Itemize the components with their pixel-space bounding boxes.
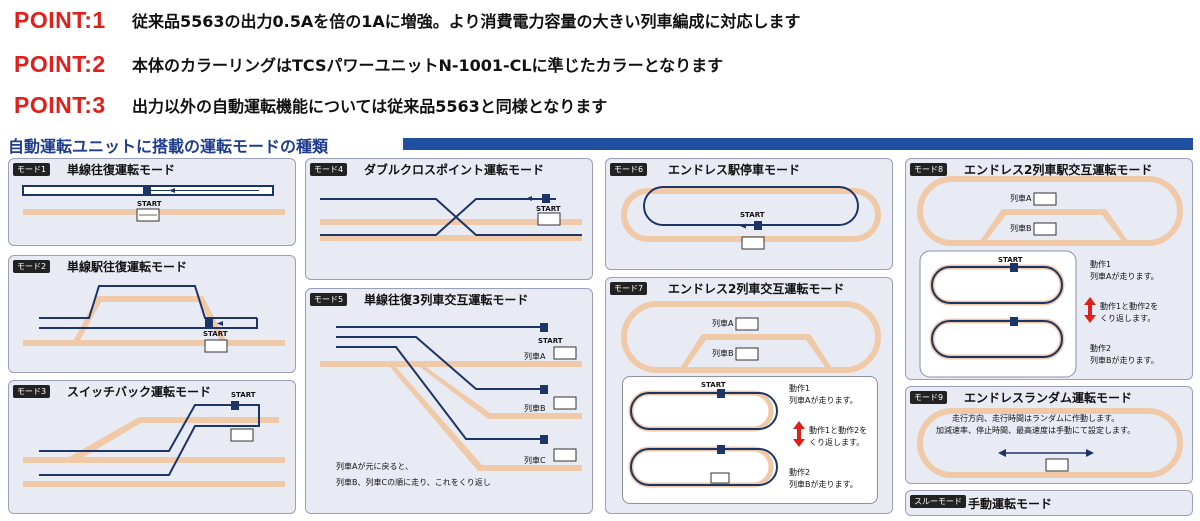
mode5-panel: モード5 単線往復3列車交互運転モード START 列車A 列車B 列車C 列車… [305, 288, 593, 514]
action1-label: 動作1 [789, 383, 810, 393]
start-label: START [536, 205, 561, 213]
mode-badge: モード4 [310, 163, 348, 176]
mode4-diagram: START [320, 194, 582, 241]
mode-badge: モード6 [610, 163, 648, 176]
mode4-panel: モード4 ダブルクロスポイント運転モード START [305, 158, 593, 280]
mode-badge: モード3 [13, 385, 51, 398]
train-a-label: 列車A [712, 318, 734, 328]
mode8-diagram: 列車A 列車B START 動作1 列車Aが走ります。 動作1と動作2を くり返… [917, 176, 1183, 378]
mode9-panel: モード9 エンドレスランダム運転モード 走行方向、走行時間はランダムに作動します… [905, 386, 1193, 484]
mode5-note-2: 列車B、列車Cの順に走り、これをくり返し [336, 477, 491, 487]
mode-title: エンドレス駅停車モード [668, 163, 801, 177]
mode-title: エンドレス2列車駅交互運転モード [964, 163, 1153, 177]
point-row-3: POINT:3 出力以外の自動運転機能については従来品5563と同様となります [14, 91, 607, 119]
train-b-label: 列車B [712, 348, 734, 358]
point-label: POINT:2 [14, 50, 106, 77]
action-repeat-2: くり返します。 [1100, 314, 1155, 323]
mode-badge: モード9 [910, 391, 948, 404]
section-title: 自動運転ユニットに搭載の運転モードの種類 [8, 137, 329, 156]
start-label: START [538, 337, 563, 345]
point-text: 従来品5563の出力0.5Aを倍の1Aに増強。より消費電力容量の大きい列車編成に… [132, 12, 801, 31]
mode7-inner-box: START 動作1 列車Aが走ります。 動作1と動作2を くり返します。 動作2… [622, 376, 878, 504]
mode7-inner-diagram: START 動作1 列車Aが走ります。 動作1と動作2を くり返します。 動作2… [628, 381, 867, 489]
point-label: POINT:3 [14, 91, 106, 118]
mode2-panel: モード2 単線駅往復運転モード START [8, 255, 296, 373]
action-repeat-1: 動作1と動作2を [809, 425, 867, 435]
point-text: 出力以外の自動運転機能については従来品5563と同様となります [132, 97, 608, 116]
point-row-1: POINT:1 従来品5563の出力0.5Aを倍の1Aに増強。より消費電力容量の… [14, 6, 800, 34]
mode9-desc-1: 走行方向、走行時間はランダムに作動します。 [952, 413, 1119, 423]
mode-title: ダブルクロスポイント運転モード [364, 163, 545, 177]
start-label: START [231, 391, 256, 399]
through-mode-panel: スルーモード 手動運転モード [905, 490, 1193, 516]
section-bar [403, 138, 1193, 150]
mode-title: 単線駅往復運転モード [67, 260, 188, 274]
mode1-panel: モード1 単線往復運転モード START [8, 158, 296, 246]
mode-title: エンドレス2列車交互運転モード [668, 282, 845, 296]
start-label: START [740, 211, 765, 219]
action2-desc: 列車Bが走ります。 [1090, 355, 1159, 365]
mode-title: エンドレスランダム運転モード [964, 391, 1133, 405]
start-label: START [701, 381, 726, 389]
mode9-desc-2: 加減速率、停止時間、最高速度は手動にて設定します。 [936, 425, 1135, 435]
train-a-label: 列車A [1010, 193, 1032, 203]
mode7-panel: モード7 エンドレス2列車交互運転モード 列車A 列車B START 動作1 列… [605, 277, 893, 514]
action2-label: 動作2 [1090, 343, 1111, 353]
action1-label: 動作1 [1090, 259, 1111, 269]
mode-title: スイッチバック運転モード [67, 385, 212, 399]
mode5-note-1: 列車Aが元に戻ると、 [336, 461, 413, 471]
mode-badge: モード2 [13, 260, 51, 273]
start-label: START [203, 330, 228, 338]
train-c-label: 列車C [524, 455, 546, 465]
point-text: 本体のカラーリングはTCSパワーユニットN-1001-CLに準じたカラーとなりま… [132, 56, 724, 75]
train-b-label: 列車B [524, 403, 546, 413]
mode8-panel: モード8 エンドレス2列車駅交互運転モード 列車A 列車B START 動作1 … [905, 158, 1193, 380]
mode7-top-diagram: 列車A 列車B [621, 301, 881, 373]
action-repeat-1: 動作1と動作2を [1100, 301, 1158, 311]
section-header: 自動運転ユニットに搭載の運転モードの種類 [8, 133, 1193, 156]
point-row-2: POINT:2 本体のカラーリングはTCSパワーユニットN-1001-CLに準じ… [14, 50, 723, 78]
mode2-diagram: START [23, 285, 285, 353]
train-a-label: 列車A [524, 351, 546, 361]
mode-title: 単線往復3列車交互運転モード [364, 293, 529, 307]
start-label: START [137, 200, 162, 208]
action1-desc: 列車Aが走ります。 [789, 395, 858, 405]
mode3-diagram: START [23, 391, 285, 487]
action1-desc: 列車Aが走ります。 [1090, 271, 1159, 281]
mode6-diagram: START [621, 186, 881, 250]
point-label: POINT:1 [14, 6, 106, 33]
mode-badge: スルーモード [910, 495, 966, 508]
mode9-diagram: 走行方向、走行時間はランダムに作動します。 加減速率、停止時間、最高速度は手動に… [917, 408, 1183, 478]
start-label: START [998, 256, 1023, 264]
mode6-panel: モード6 エンドレス駅停車モード START [605, 158, 893, 270]
mode-title: 単線往復運転モード [67, 163, 176, 177]
mode-badge: モード5 [310, 293, 348, 306]
mode-title: 手動運転モード [968, 497, 1053, 511]
mode5-diagram: START 列車A 列車B 列車C 列車Aが元に戻ると、 列車B、列車Cの順に走… [320, 323, 582, 487]
action-repeat-2: くり返します。 [809, 438, 864, 447]
mode-badge: モード8 [910, 163, 948, 176]
mode1-diagram: START [22, 185, 285, 222]
mode3-panel: モード3 スイッチバック運転モード START [8, 380, 296, 514]
action2-desc: 列車Bが走ります。 [789, 479, 858, 489]
train-b-label: 列車B [1010, 223, 1032, 233]
mode-badge: モード1 [13, 163, 51, 176]
mode-badge: モード7 [610, 282, 648, 295]
action2-label: 動作2 [789, 467, 810, 477]
